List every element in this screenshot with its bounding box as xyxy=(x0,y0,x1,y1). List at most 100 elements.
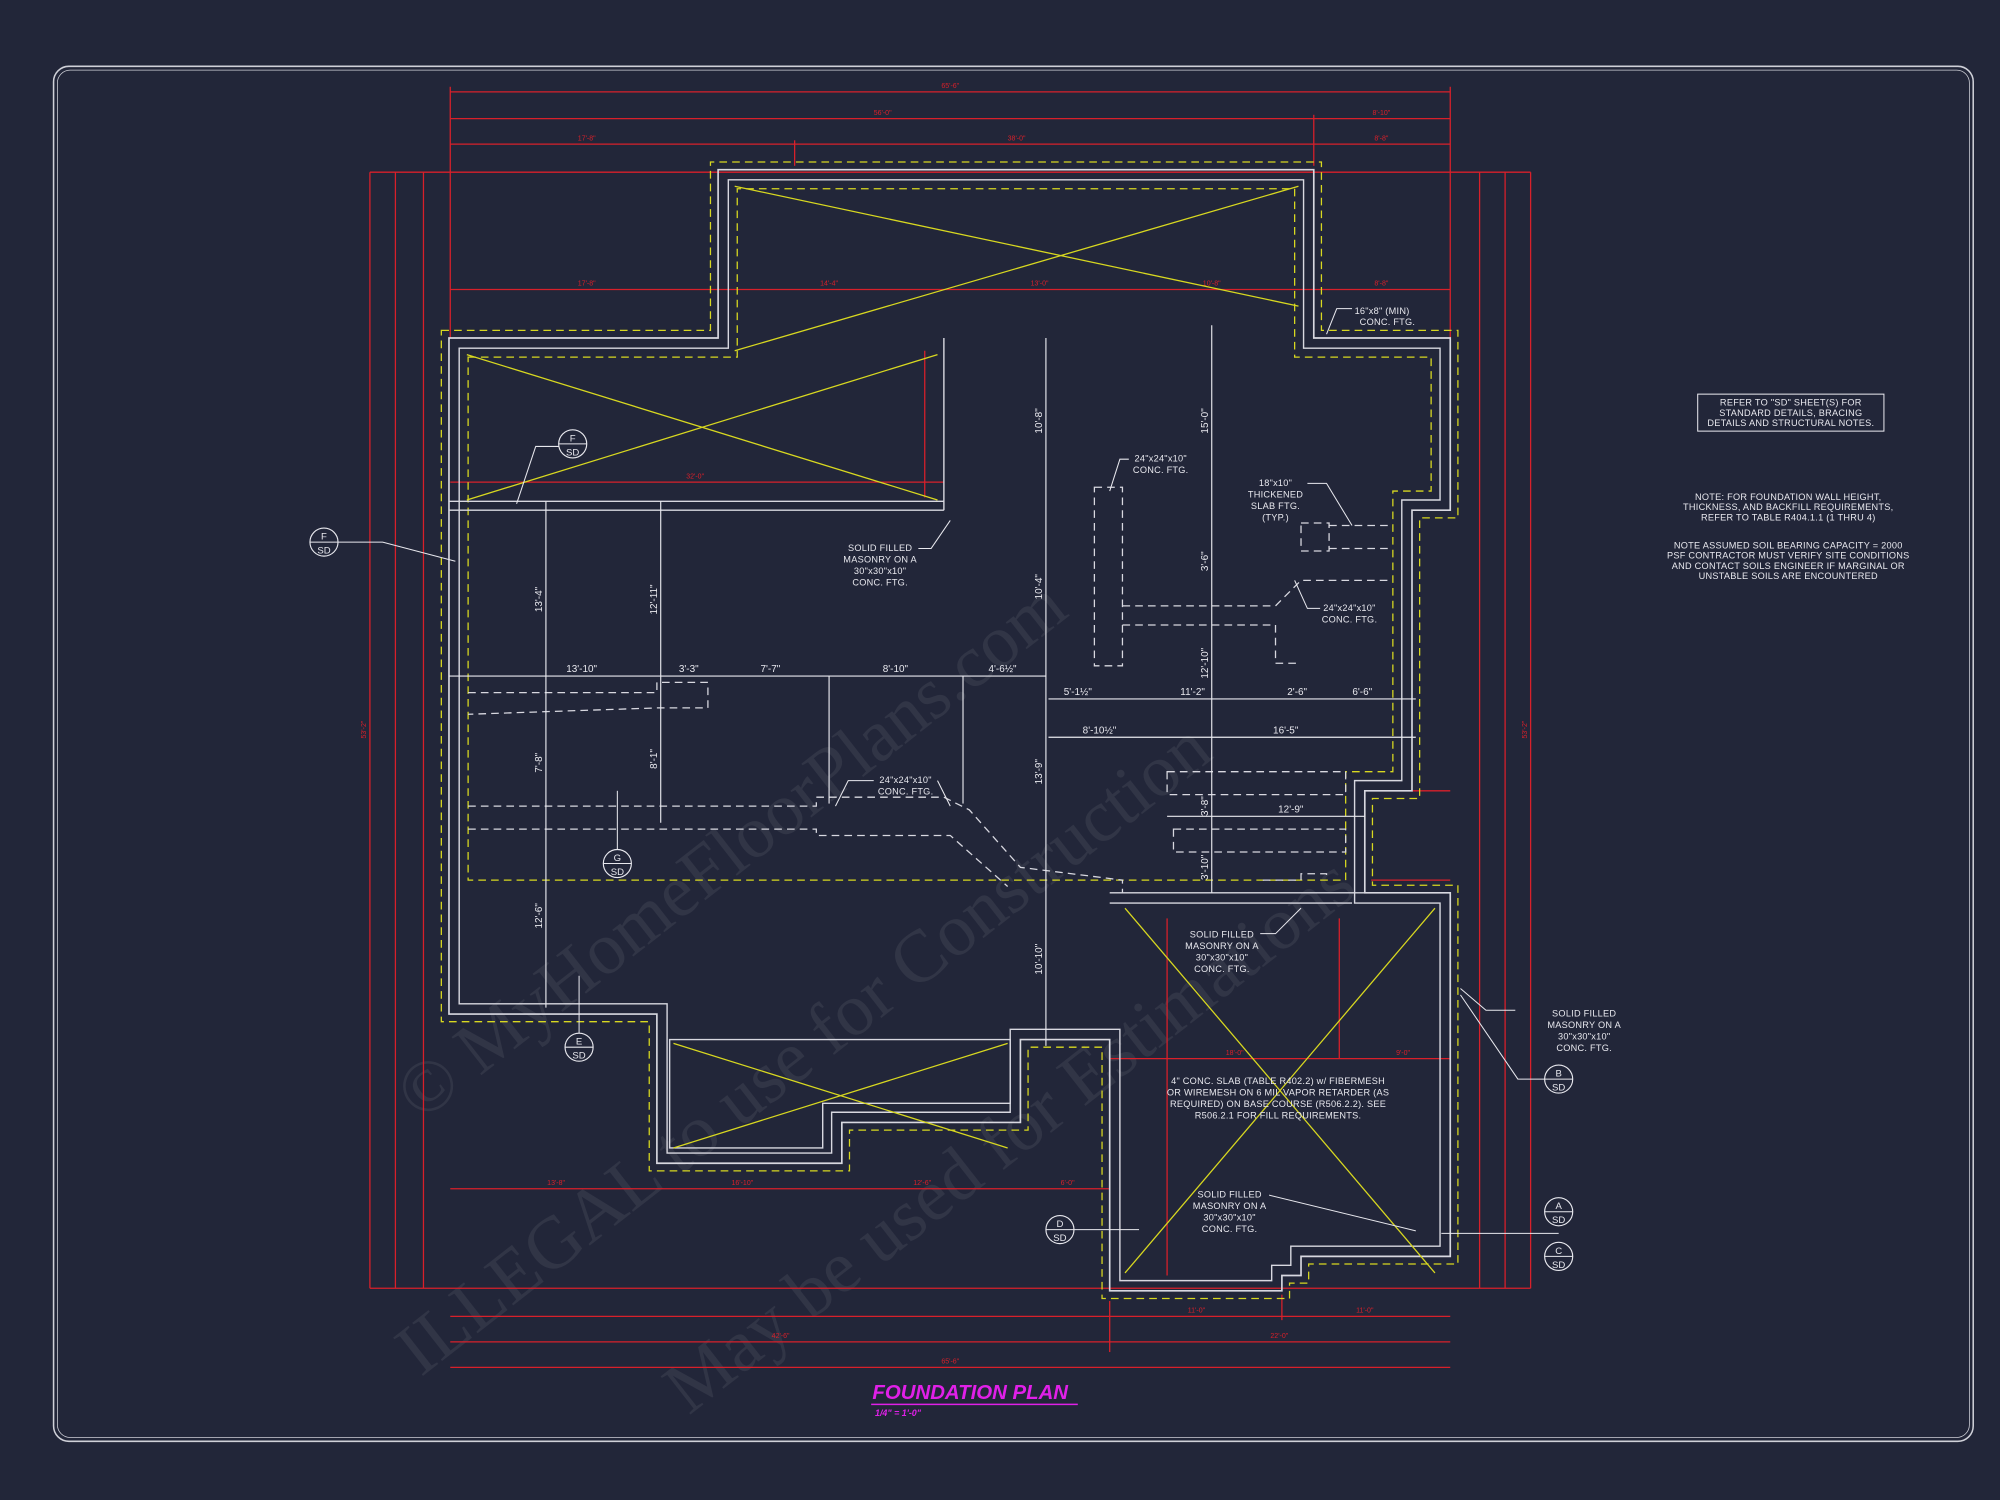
interior-dimension-lines xyxy=(448,325,1416,1046)
interior-dimension-labels: 13'-10" 3'-3" 7'-7" 8'-10" 4'-6½" 5'-1½"… xyxy=(534,408,1373,975)
marker-letter: C xyxy=(1555,1246,1562,1257)
refer-note-box xyxy=(1697,393,1885,432)
dim-label: 8'-8" xyxy=(1374,135,1388,142)
dim-label: 12'-10" xyxy=(1200,647,1211,678)
dim-label: 6'-6" xyxy=(1352,687,1372,698)
note-line: CONC. FTG. xyxy=(1360,317,1416,327)
note-line: CONC. FTG. xyxy=(1194,964,1250,974)
dim-label: 16'-10" xyxy=(731,1180,753,1187)
note-line: (TYP.) xyxy=(1262,512,1289,522)
note-line: CONC. FTG. xyxy=(1202,1224,1258,1234)
note-line: SLAB FTG. xyxy=(1251,501,1300,511)
note-line: 16"x8" (MIN) xyxy=(1355,306,1410,316)
section-marker-g[interactable]: G SD xyxy=(602,790,632,879)
dim-label: 38'-0" xyxy=(1008,135,1026,142)
note-line: SOLID FILLED xyxy=(1552,1009,1616,1019)
section-marker-f-2[interactable]: F SD xyxy=(309,527,339,557)
dim-label: 22'-0" xyxy=(1270,1333,1288,1340)
dim-label: 56'-0" xyxy=(874,110,892,117)
note-line: DETAILS AND STRUCTURAL NOTES. xyxy=(1707,418,1874,428)
general-notes: REFER TO "SD" SHEET(S) FOR STANDARD DETA… xyxy=(1667,393,1910,581)
exterior-dimension-labels: 65'-6" 56'-0" 8'-10" 17'-8" 38'-0" 8'-8"… xyxy=(361,83,1529,1366)
section-marker-d[interactable]: D SD xyxy=(1045,1214,1140,1245)
section-marker-c[interactable]: C SD xyxy=(1441,1232,1574,1271)
marker-letter: G xyxy=(614,853,621,864)
unexcavated-x-marks xyxy=(466,185,1436,1274)
note-line: REFER TO "SD" SHEET(S) FOR xyxy=(1720,398,1862,408)
section-marker-a[interactable]: A SD xyxy=(1544,1197,1574,1227)
note-line: NOTE: FOR FOUNDATION WALL HEIGHT, xyxy=(1695,492,1881,502)
dim-label: 53'-2" xyxy=(361,720,368,738)
section-marker-f-1[interactable]: FSD xyxy=(558,429,588,459)
callouts: 16"x8" (MIN) CONC. FTG. 24"x24"x10" CONC… xyxy=(843,306,1621,1234)
dim-label: 4'-6½" xyxy=(989,664,1018,675)
dim-label: 13'-9" xyxy=(1034,759,1045,785)
marker-letter: F xyxy=(321,532,327,543)
callout-thickened-slab: 18"x10" THICKENED SLAB FTG. (TYP.) xyxy=(1248,478,1303,522)
dim-label: 12'-6" xyxy=(913,1180,931,1187)
note-line: PSF CONTRACTOR MUST VERIFY SITE CONDITIO… xyxy=(1667,551,1910,561)
dim-label: 12'-11" xyxy=(649,584,660,615)
note-line: 24"x24"x10" xyxy=(879,775,931,785)
dim-label: 12'-9" xyxy=(1278,804,1304,815)
dim-label: 11'-2" xyxy=(1180,687,1205,698)
dim-label: 8'-1" xyxy=(649,749,660,769)
dim-label: 11'-0" xyxy=(1188,1308,1206,1315)
dim-label: 65'-6" xyxy=(941,1359,959,1366)
marker-sheet: SD xyxy=(1552,1215,1565,1226)
drawing-title: FOUNDATION PLAN xyxy=(872,1382,1069,1404)
dim-label: 65'-6" xyxy=(941,83,959,90)
dim-label: 8'-10½" xyxy=(1083,725,1117,736)
dim-label: 13'-0" xyxy=(1031,281,1049,288)
note-line: SOLID FILLED xyxy=(1197,1190,1261,1200)
note-line: MASONRY ON A xyxy=(1185,941,1259,951)
dim-label: 10'-4" xyxy=(1034,574,1045,600)
note-line: 30"x30"x10" xyxy=(1558,1032,1610,1042)
callout-masonry-b: SOLID FILLED MASONRY ON A 30"x30"x10" CO… xyxy=(1185,929,1259,973)
dim-label: 13'-8" xyxy=(547,1180,565,1187)
dim-label: 12'-6" xyxy=(534,903,545,929)
section-markers: FSD FSD GSD ESD DSD BSD ASD CSD xyxy=(309,429,1574,1271)
note-line: 4" CONC. SLAB (TABLE R402.2) w/ FIBERMES… xyxy=(1171,1076,1385,1086)
marker-sheet: SD xyxy=(1053,1233,1066,1244)
note-line: SOLID FILLED xyxy=(1190,929,1254,939)
dim-label: 11'-0" xyxy=(1356,1308,1374,1315)
marker-letter: D xyxy=(1056,1219,1063,1230)
dim-label: 10'-8" xyxy=(1034,408,1045,434)
dim-label: 10'-8" xyxy=(1203,281,1221,288)
dim-label: 8'-8" xyxy=(1374,281,1388,288)
dim-label: 32'-0" xyxy=(686,473,704,480)
callout-masonry-a: SOLID FILLED MASONRY ON A 30"x30"x10" CO… xyxy=(843,543,917,587)
marker-sheet: SD xyxy=(1552,1260,1565,1271)
callout-min-footing: 16"x8" (MIN) CONC. FTG. xyxy=(1355,306,1416,327)
note-line: THICKNESS, AND BACKFILL REQUIREMENTS, xyxy=(1683,502,1893,512)
dim-label: 16'-5" xyxy=(1273,725,1299,736)
marker-sheet: SD xyxy=(317,546,330,557)
dim-label: 17'-8" xyxy=(578,135,596,142)
note-line: AND CONTACT SOILS ENGINEER IF MARGINAL O… xyxy=(1672,561,1905,571)
marker-sheet: SD xyxy=(611,867,624,878)
marker-letter: E xyxy=(576,1037,582,1048)
section-marker-b[interactable]: BSD xyxy=(1460,994,1574,1094)
note-line: MASONRY ON A xyxy=(1193,1201,1267,1211)
marker-letter: B xyxy=(1555,1069,1561,1080)
note-line: REQUIRED) ON BASE COURSE (R506.2.2). SEE xyxy=(1170,1099,1386,1109)
dim-label: 7'-8" xyxy=(534,752,545,772)
note-line: UNSTABLE SOILS ARE ENCOUNTERED xyxy=(1699,571,1878,581)
section-marker-e[interactable]: ESD xyxy=(564,975,594,1062)
dim-label: 13'-10" xyxy=(566,664,597,675)
dim-label: 42'-6" xyxy=(772,1333,790,1340)
callout-masonry-c: SOLID FILLED MASONRY ON A 30"x30"x10" CO… xyxy=(1547,1009,1621,1053)
note-line: R506.2.1 FOR FILL REQUIREMENTS. xyxy=(1195,1111,1362,1121)
callout-footing-c: 24"x24"x10" CONC. FTG. xyxy=(878,775,933,796)
dim-label: 6'-0" xyxy=(1061,1180,1075,1187)
note-line: 30"x30"x10" xyxy=(1203,1213,1255,1223)
callout-slab: 4" CONC. SLAB (TABLE R402.2) w/ FIBERMES… xyxy=(1167,1076,1389,1120)
marker-letter: A xyxy=(1555,1201,1562,1212)
note-line: 30"x30"x10" xyxy=(1196,952,1248,962)
drawing-scale: 1/4" = 1'-0" xyxy=(875,1408,922,1418)
note-line: CONC. FTG. xyxy=(852,577,908,587)
sheet-border-inner xyxy=(57,69,1970,1438)
